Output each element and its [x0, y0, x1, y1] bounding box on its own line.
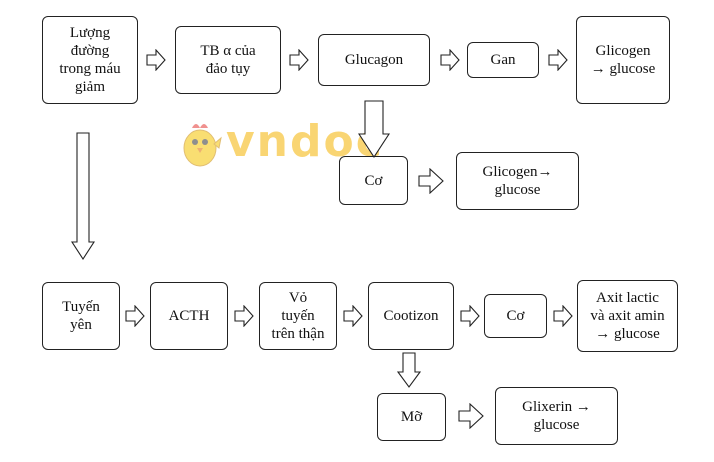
- arrow-right-1: [146, 49, 166, 71]
- chicken-mascot-icon: [183, 124, 222, 167]
- arrow-down-cootizon-to-mo: [397, 352, 421, 388]
- arrow-right-11: [458, 403, 484, 429]
- arrow-right-8: [343, 305, 363, 327]
- node-co-2: Cơ: [484, 294, 547, 338]
- arrow-right-10: [553, 305, 573, 327]
- arrow-down-glucagon-to-co: [358, 100, 390, 158]
- node-glixerin-glucose: Glixerin → glucose: [495, 387, 618, 445]
- node-tuyen-yen: Tuyến yên: [42, 282, 120, 350]
- node-cootizon: Cootizon: [368, 282, 454, 350]
- arrow-right-3: [440, 49, 460, 71]
- arrow-right-4: [548, 49, 568, 71]
- node-vo-tuyen-tren-than: Vỏ tuyến trên thận: [259, 282, 337, 350]
- node-co-1: Cơ: [339, 156, 408, 205]
- node-glicogen-glucose-1: Glicogen → glucose: [576, 16, 670, 104]
- arrow-right-6: [125, 305, 145, 327]
- node-mo: Mỡ: [377, 393, 446, 441]
- node-gan: Gan: [467, 42, 539, 78]
- node-tb-alpha-dao-tuy: TB α của đảo tụy: [175, 26, 281, 94]
- node-acth: ACTH: [150, 282, 228, 350]
- node-glucagon: Glucagon: [318, 34, 430, 86]
- node-luong-duong-mau-giam: Lượng đường trong máu giảm: [42, 16, 138, 104]
- arrow-down-to-tuyen-yen: [71, 132, 95, 260]
- arrow-right-2: [289, 49, 309, 71]
- arrow-right-5: [418, 168, 444, 194]
- arrow-right-9: [460, 305, 480, 327]
- node-glicogen-glucose-2: Glicogen→ glucose: [456, 152, 579, 210]
- node-axit-lactic-amin: Axit lactic và axit amin → glucose: [577, 280, 678, 352]
- arrow-right-7: [234, 305, 254, 327]
